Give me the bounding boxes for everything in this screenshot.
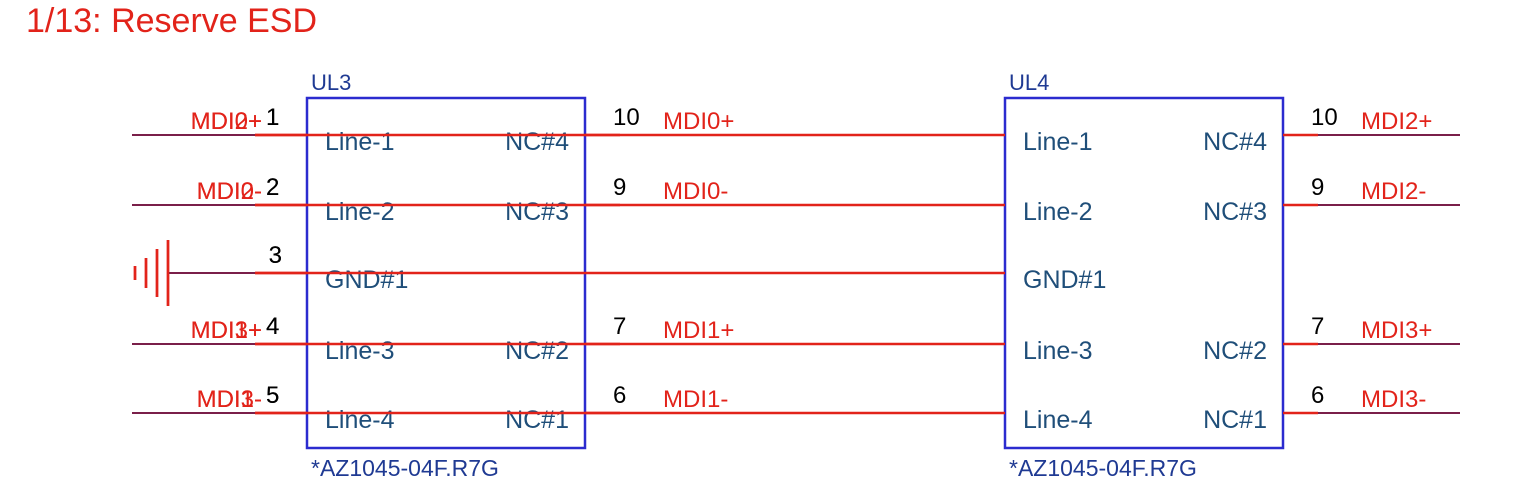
net-label: MDI1- [663,386,728,413]
pin-number: 1 [266,104,279,131]
pin-name: NC#2 [1203,337,1267,365]
component-ul4: UL4*AZ1045-04F.R7GMDI2+1Line-1MDI2-2Line… [132,70,1460,481]
pin-name: Line-4 [325,406,395,434]
pin-number: 10 [613,104,640,131]
pin-number: 10 [1311,104,1338,131]
net-label: MDI2+ [191,108,262,135]
pin-number: 4 [266,313,279,340]
net-label: MDI3+ [1361,317,1432,344]
pin-number: 7 [613,313,626,340]
net-label: MDI2- [197,178,262,205]
pin-name: Line-2 [325,198,395,226]
pin-name: NC#4 [1203,128,1267,156]
pin-name: NC#3 [1203,198,1267,226]
pin-name: NC#3 [505,198,569,226]
pin-name: Line-3 [1023,337,1093,365]
pin-number: 6 [613,382,626,409]
net-label: MDI3- [1361,386,1426,413]
pin-6: 6 MDI1- NC#1 [505,382,762,434]
net-label: MDI1- [197,386,262,413]
pin-10: 10 MDI2+ NC#4 [1203,104,1460,156]
net-label: MDI1+ [191,317,262,344]
pin-name: NC#1 [1203,406,1267,434]
component-ul3: UL3*AZ1045-04F.R7GMDI0+1Line-1MDI0-2Line… [132,70,762,481]
pin-number: 3 [269,242,282,269]
pin-9: 9 MDI0- NC#3 [505,174,762,226]
pin-number: 2 [266,174,279,201]
ground-icon [133,240,170,306]
net-label: MDI1+ [663,317,734,344]
net-label: MDI2- [1361,178,1426,205]
pin-number: 5 [266,382,279,409]
pin-name: NC#1 [505,406,569,434]
pin-number: 1 [266,104,279,131]
pin-number: 9 [1311,174,1324,201]
pin-number: 2 [266,174,279,201]
pin-name: Line-3 [325,337,395,365]
pin-number: 4 [266,313,279,340]
pin-number: 5 [266,382,279,409]
net-label: MDI2+ [1361,108,1432,135]
net-label: MDI3+ [191,317,262,344]
part-number: *AZ1045-04F.R7G [311,455,499,481]
pin-name: GND#1 [1023,266,1106,294]
pin-name: NC#4 [505,128,569,156]
pin-6: 6 MDI3- NC#1 [1203,382,1460,434]
net-label: MDI0- [197,178,262,205]
pin-7: 7 MDI3+ NC#2 [1203,313,1460,365]
net-label: MDI0- [663,178,728,205]
pin-7: 7 MDI1+ NC#2 [505,313,762,365]
component-ref: UL4 [1009,70,1049,95]
page-title: 1/13: Reserve ESD [26,2,318,40]
pin-name: GND#1 [325,266,408,294]
pin-name: Line-1 [325,128,395,156]
component-ref: UL3 [311,70,351,95]
part-number: *AZ1045-04F.R7G [1009,455,1197,481]
ground-icon [133,240,170,306]
pin-number: 7 [1311,313,1324,340]
net-label: MDI0+ [191,108,262,135]
net-label: MDI0+ [663,108,734,135]
pin-number: 3 [269,242,282,269]
pin-number: 6 [1311,382,1324,409]
pin-9: 9 MDI2- NC#3 [1203,174,1460,226]
net-label: MDI3- [197,386,262,413]
pin-number: 9 [613,174,626,201]
pin-name: NC#2 [505,337,569,365]
pin-10: 10 MDI0+ NC#4 [505,104,762,156]
pin-name: Line-1 [1023,128,1093,156]
pin-name: Line-4 [1023,406,1093,434]
pin-name: Line-2 [1023,198,1093,226]
